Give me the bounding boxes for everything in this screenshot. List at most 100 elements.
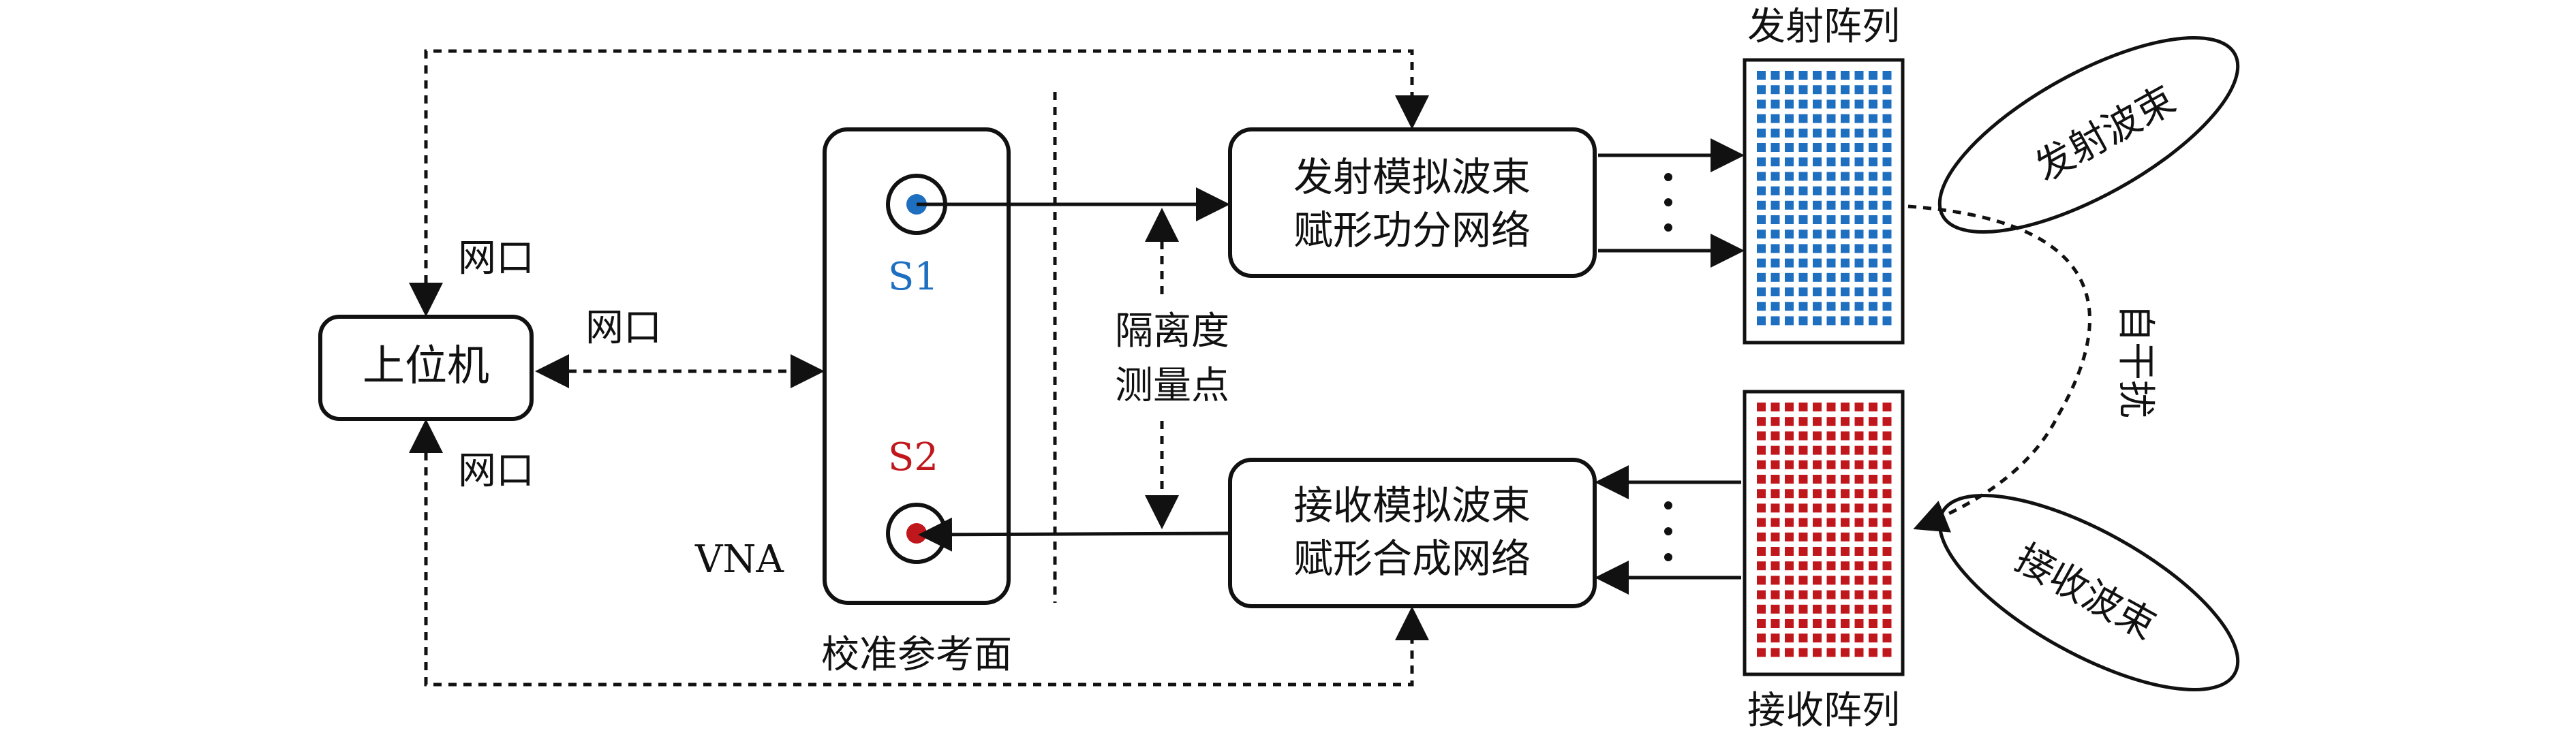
rx-antenna-element [1841,489,1850,499]
tx-antenna-element [1854,99,1864,109]
rx-antenna-element [1785,445,1794,455]
tx-antenna-element [1770,302,1780,311]
tx-antenna-element [1826,157,1836,167]
s2-label: S2 [888,435,938,480]
tx-antenna-element [1826,99,1836,109]
rx-to-s2-arrow [918,517,1231,552]
rx-antenna-element [1813,417,1822,426]
rx-antenna-element [1882,431,1892,441]
rx-antenna-element [1869,604,1877,614]
rx-antenna-element [1854,403,1864,411]
tx-network-line2: 赋形功分网络 [1293,207,1531,253]
rx-antenna-element [1785,460,1794,469]
tx-antenna-element [1770,71,1780,80]
rx-antenna-element [1826,648,1836,657]
tx-antenna-element [1841,287,1850,296]
tx-antenna-element [1826,244,1836,253]
rx-antenna-element [1770,590,1780,599]
tx-antenna-element [1770,316,1780,326]
tx-antenna-element [1869,143,1877,152]
tx-antenna-element [1813,244,1822,253]
rx-antenna-element [1882,648,1892,657]
tx-antenna-element [1770,244,1780,253]
tx-antenna-element [1813,172,1822,181]
tx-antenna-element [1882,128,1892,138]
rx-antenna-element [1882,489,1892,499]
host-tx-link [424,49,1414,313]
tx-antenna-element [1770,114,1780,123]
rx-antenna-element [1882,576,1892,585]
rx-antenna-element [1813,561,1822,571]
tx-antenna-element [1785,157,1794,167]
tx-antenna-element [1854,272,1864,282]
tx-antenna-element [1757,157,1766,167]
rx-antenna-element [1826,460,1836,469]
rx-antenna-element [1785,532,1794,542]
rx-antenna-element [1798,648,1808,657]
tx-antenna-element [1813,186,1822,195]
rx-antenna-element [1770,619,1780,628]
tx-antenna-element [1854,128,1864,138]
tx-antenna-element [1813,99,1822,109]
tx-antenna-element [1869,128,1877,138]
self-interference-path [1907,204,2091,533]
rx-antenna-element [1785,503,1794,513]
tx-antenna-element [1770,186,1780,195]
tx-antenna-element [1813,272,1822,282]
rx-antenna-element [1798,445,1808,455]
rx-antenna-element [1813,633,1822,643]
tx-antenna-element [1869,302,1877,311]
tx-antenna-element [1813,230,1822,239]
rx-antenna-element [1869,431,1877,441]
rx-antenna-element [1813,547,1822,556]
rx-antenna-element [1882,604,1892,614]
tx-antenna-element [1869,71,1877,80]
tx-antenna-element [1757,215,1766,224]
tx-antenna-element [1826,85,1836,95]
tx-antenna-element [1757,172,1766,181]
rx-antenna-element [1785,561,1794,571]
tx-antenna-element [1869,186,1877,195]
rx-antenna-element [1770,431,1780,441]
rx-antenna-element [1798,403,1808,411]
tx-antenna-element [1882,71,1892,80]
rx-antenna-element [1826,547,1836,556]
s1-label: S1 [888,255,938,299]
rx-antenna-element [1826,604,1836,614]
rx-antenna-element [1854,547,1864,556]
tx-antenna-element [1813,302,1822,311]
tx-antenna-element [1770,99,1780,109]
tx-network-box [1228,127,1597,278]
tx-antenna-element [1785,186,1794,195]
tx-antenna-element [1869,215,1877,224]
rx-antenna-element [1770,403,1780,411]
rx-antenna-element [1798,489,1808,499]
tx-antenna-element [1785,244,1794,253]
rx-antenna-element [1798,561,1808,571]
net-port-top-label: 网口 [458,236,534,281]
tx-array-elements [1757,71,1892,326]
tx-antenna-element [1798,128,1808,138]
rx-antenna-element [1841,460,1850,469]
tx-antenna-element [1798,85,1808,95]
tx-antenna-element [1841,230,1850,239]
rx-antenna-element [1757,619,1766,628]
rx-antenna-element [1826,503,1836,513]
rx-antenna-element [1869,518,1877,527]
tx-antenna-element [1854,114,1864,123]
rx-antenna-element [1770,604,1780,614]
rx-antenna-element [1785,604,1794,614]
rx-antenna-element [1798,431,1808,441]
tx-antenna-element [1854,230,1864,239]
tx-ellipsis [1664,173,1672,232]
tx-antenna-element [1826,230,1836,239]
rx-antenna-element [1770,475,1780,484]
tx-antenna-element [1757,114,1766,123]
rx-antenna-element [1785,489,1794,499]
rx-antenna-element [1841,576,1850,585]
rx-antenna-element [1882,475,1892,484]
tx-antenna-element [1882,272,1892,282]
tx-antenna-element [1798,302,1808,311]
rx-antenna-element [1757,475,1766,484]
rx-antenna-element [1813,503,1822,513]
